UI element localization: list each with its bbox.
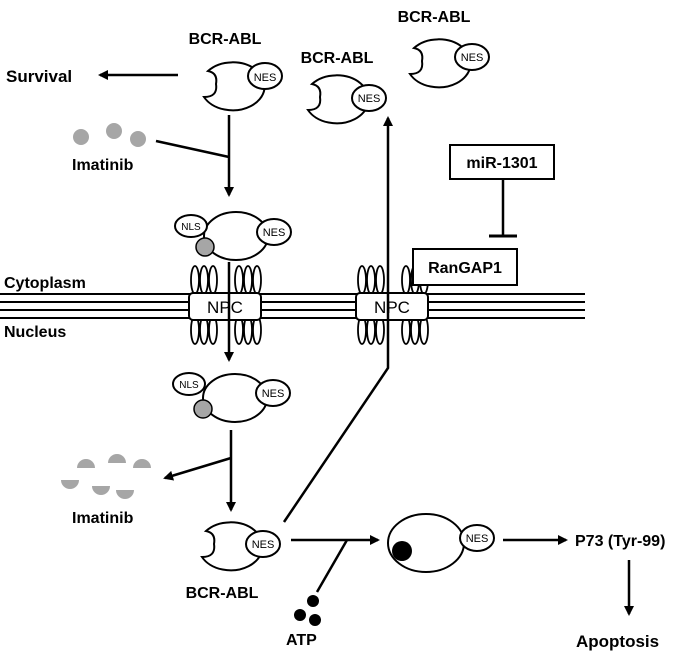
nls-nucleus (172, 372, 206, 396)
nes-atp-bound-label: NES (466, 533, 489, 545)
nes-exported-left-label: NES (358, 93, 381, 105)
nes-cyto (256, 218, 292, 246)
nes-nucleus-free-label: NES (252, 539, 275, 551)
arrow-nuclear-export (282, 116, 393, 523)
rangap1-label: RanGAP1 (428, 260, 502, 277)
atp-dots (294, 595, 321, 626)
nes-top (247, 62, 283, 90)
nes-exported-right-label: NES (461, 52, 484, 64)
arrow-imatinib-release (163, 456, 232, 481)
nucleus-label: Nucleus (4, 324, 66, 341)
npc-left-label: NPC (207, 298, 243, 317)
imatinib-released-halves (61, 454, 151, 499)
atp-label: ATP (286, 632, 317, 649)
imatinib-bound-nucleus (193, 399, 213, 419)
imatinib-bottom-label: Imatinib (72, 510, 134, 527)
mir-1301-box (449, 144, 555, 180)
nls-cyto-label: NLS (181, 222, 201, 233)
nes-nucleus-label: NES (262, 388, 285, 400)
nes-atp-bound (459, 524, 495, 552)
mir-1301-label: miR-1301 (466, 155, 537, 172)
imatinib-bound-cyto (195, 237, 215, 257)
nes-cyto-label: NES (263, 227, 286, 239)
imatinib-top-dots (73, 123, 146, 147)
nuclear-membrane (0, 293, 585, 319)
nes-nucleus (255, 379, 291, 407)
npc-left: NPC (188, 265, 262, 345)
imatinib-top-label: Imatinib (72, 157, 134, 174)
bcr-abl-exported-right-label: BCR-ABL (398, 9, 471, 26)
nes-top-label: NES (254, 72, 277, 84)
npc-right-label: NPC (374, 298, 410, 317)
nes-exported-left (351, 84, 387, 112)
cytoplasm-label: Cytoplasm (4, 275, 86, 292)
bcr-abl-nucleus-label: BCR-ABL (186, 585, 259, 602)
apoptosis-label: Apoptosis (576, 632, 659, 651)
atp-bound-dot (392, 541, 412, 561)
nes-nucleus-free (245, 530, 281, 558)
survival-label: Survival (6, 67, 72, 86)
nls-nucleus-label: NLS (179, 380, 199, 391)
imatinib-binding-line-top (155, 139, 230, 159)
p73-label: P73 (Tyr-99) (575, 533, 665, 550)
nls-cyto (174, 214, 208, 238)
bcr-abl-top-label: BCR-ABL (189, 31, 262, 48)
rangap1-box (412, 248, 518, 286)
nes-exported-right (454, 43, 490, 71)
bcr-abl-exported-left-label: BCR-ABL (301, 50, 374, 67)
atp-binding-line (315, 539, 349, 593)
